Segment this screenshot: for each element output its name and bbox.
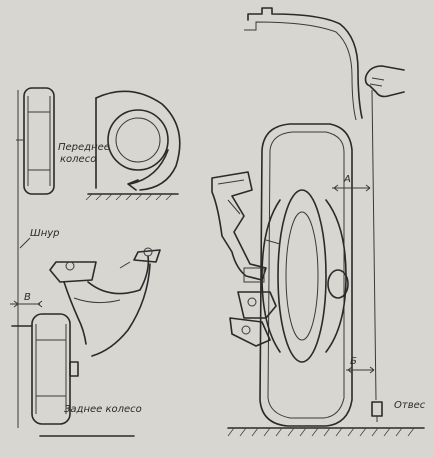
plumb-bob-icon bbox=[371, 401, 383, 422]
dimension-a-label: А bbox=[343, 174, 351, 185]
front-wheel-label-line1: Переднее bbox=[58, 142, 110, 153]
rear-suspension-arm bbox=[49, 247, 161, 357]
wheel-side-view bbox=[85, 90, 181, 201]
plumb-line bbox=[371, 89, 377, 401]
wing-profile bbox=[244, 7, 363, 121]
dimension-b2 bbox=[346, 366, 375, 374]
plumb-label: Отвес bbox=[394, 400, 426, 411]
cord-label: Шнур bbox=[30, 228, 60, 239]
wheel-front-view bbox=[259, 123, 353, 427]
dimension-a bbox=[332, 184, 371, 192]
rear-wheel-top-view bbox=[11, 313, 79, 425]
rear-wheel-label: Заднее колесо bbox=[64, 404, 142, 415]
hand-icon bbox=[364, 65, 405, 98]
front-wheel-top-view bbox=[16, 87, 55, 195]
dimension-b2-label: Б bbox=[350, 356, 357, 367]
dimension-b bbox=[10, 300, 43, 308]
front-wheel-label-line2: колесо bbox=[60, 154, 96, 165]
dimension-b-label: В bbox=[24, 292, 31, 303]
ground-hatch bbox=[227, 427, 425, 437]
steering-knuckle bbox=[211, 171, 281, 347]
